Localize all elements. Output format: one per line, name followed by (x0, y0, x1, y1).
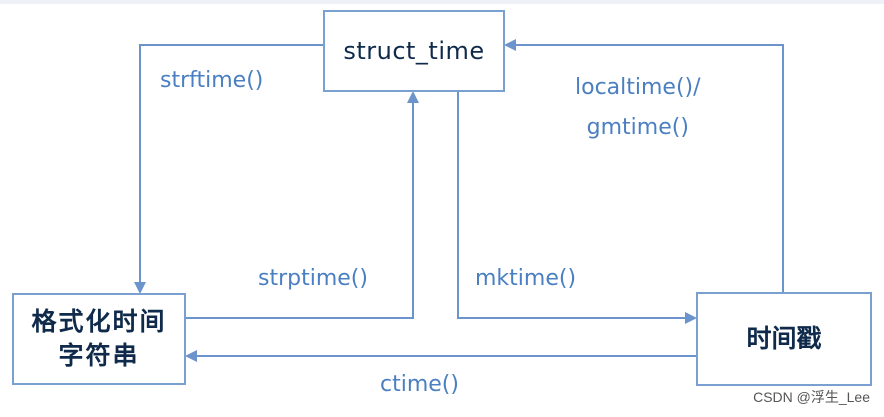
edge-label-mktime: mktime() (475, 266, 577, 291)
node-struct-time: struct_time (323, 10, 505, 92)
edge-label-localtime-line1: localtime()/ (575, 75, 701, 100)
node-formatted-string: 格式化时间字符串 (12, 293, 186, 385)
arrow-mktime (457, 92, 697, 324)
arrow-strftime (134, 44, 323, 294)
edge-label-strftime: strftime() (160, 68, 264, 93)
watermark: CSDN @浮生_Lee (753, 389, 870, 405)
arrow-localtime (504, 39, 784, 292)
node-formatted-string-label: 格式化时间字符串 (31, 307, 167, 370)
edge-label-strptime: strptime() (258, 266, 368, 291)
node-timestamp: 时间戳 (696, 292, 872, 386)
edge-label-localtime-line2: gmtime() (586, 115, 689, 140)
node-timestamp-label: 时间戳 (746, 324, 822, 353)
edge-label-localtime: localtime()/ gmtime() (575, 68, 701, 148)
arrow-strptime (186, 91, 419, 319)
top-border (0, 0, 884, 4)
node-struct-time-label: struct_time (343, 37, 485, 65)
edge-label-ctime: ctime() (380, 372, 459, 397)
